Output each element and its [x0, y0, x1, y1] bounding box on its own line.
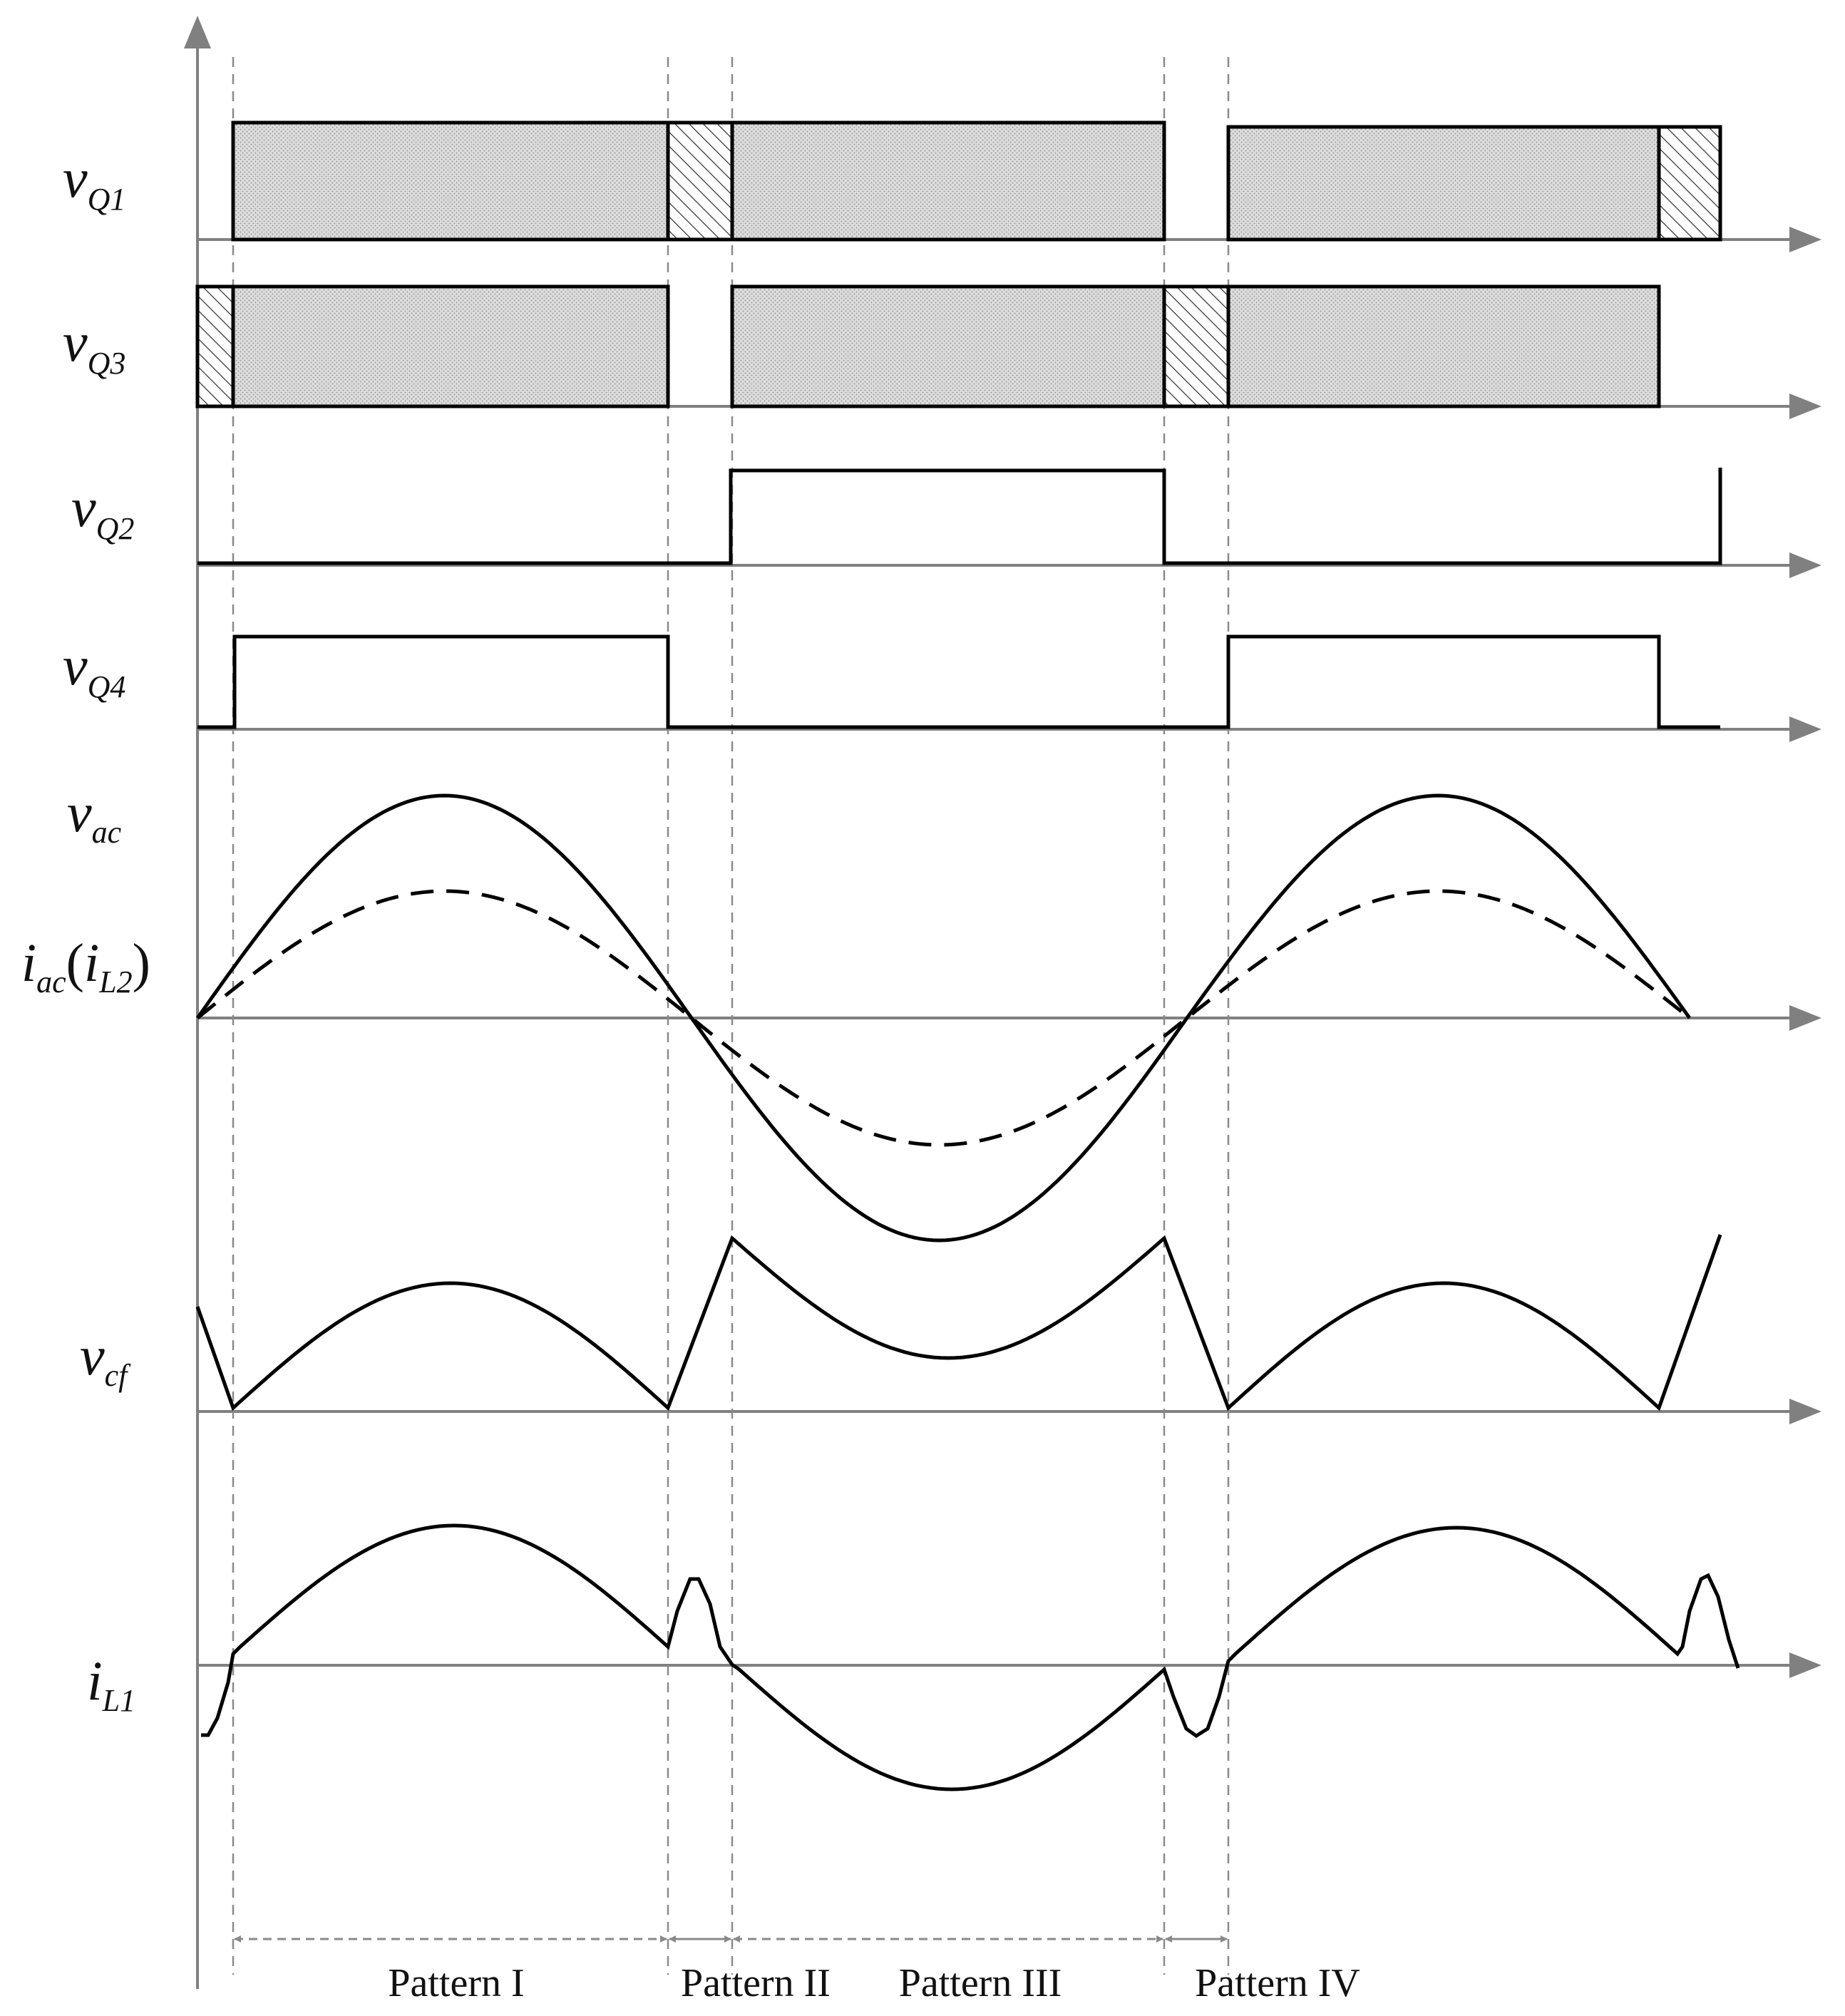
vcf-waveform	[195, 1234, 1722, 1411]
vq3-axis-arrow-icon	[1789, 394, 1821, 419]
vq2-waveform	[197, 468, 1722, 565]
vq3-waveform	[195, 284, 1661, 408]
vq1-pulse-2	[730, 120, 1166, 242]
vq3-deadtime-1	[195, 284, 235, 408]
vq2-axis-arrow-icon	[1789, 552, 1821, 578]
vcf-axis-arrow-icon	[1789, 1399, 1821, 1424]
vq1-pulse-3	[1226, 125, 1661, 242]
label-vq1: vQ1	[63, 147, 125, 217]
pattern-label-4: Pattern IV	[1195, 1961, 1360, 2005]
vq3-pulse-2	[730, 284, 1166, 408]
vq1-axis-arrow-icon	[1789, 227, 1821, 252]
label-vac: vac	[67, 781, 122, 850]
label-vq3: vQ3	[63, 311, 125, 381]
vac-axis-arrow-icon	[1789, 1005, 1821, 1031]
vq1-waveform	[231, 120, 1722, 242]
il1-waveform	[201, 1523, 1740, 1791]
vq1-pulse-1	[231, 120, 670, 242]
label-il1: iL1	[87, 1650, 135, 1718]
vq3-pulse-1	[231, 284, 670, 408]
vq4-waveform	[197, 634, 1720, 729]
vq3-pulse-3	[1226, 284, 1661, 408]
vac-waveform	[195, 793, 1692, 1243]
vq1-deadtime-1	[666, 120, 734, 242]
label-vq2: vQ2	[71, 476, 134, 546]
label-vq4: vQ4	[63, 634, 125, 704]
label-iac: iac(iL2)	[21, 933, 150, 999]
vq1-deadtime-2	[1657, 125, 1722, 242]
vq3-deadtime-2	[1162, 284, 1230, 408]
signal-labels: vQ1 vQ3 vQ2 vQ4 vac iac(iL2) vcf iL1	[21, 147, 150, 1718]
pattern-label-2: Pattern II	[681, 1961, 831, 2005]
pattern-labels: Pattern I Pattern II Pattern III Pattern…	[388, 1961, 1360, 2005]
pattern-label-1: Pattern I	[388, 1961, 524, 2005]
label-vcf: vcf	[80, 1325, 131, 1393]
horizontal-axes	[197, 227, 1821, 1678]
pattern-label-3: Pattern III	[899, 1961, 1062, 2005]
vq4-axis-arrow-icon	[1789, 716, 1821, 742]
il1-axis-arrow-icon	[1789, 1652, 1821, 1678]
